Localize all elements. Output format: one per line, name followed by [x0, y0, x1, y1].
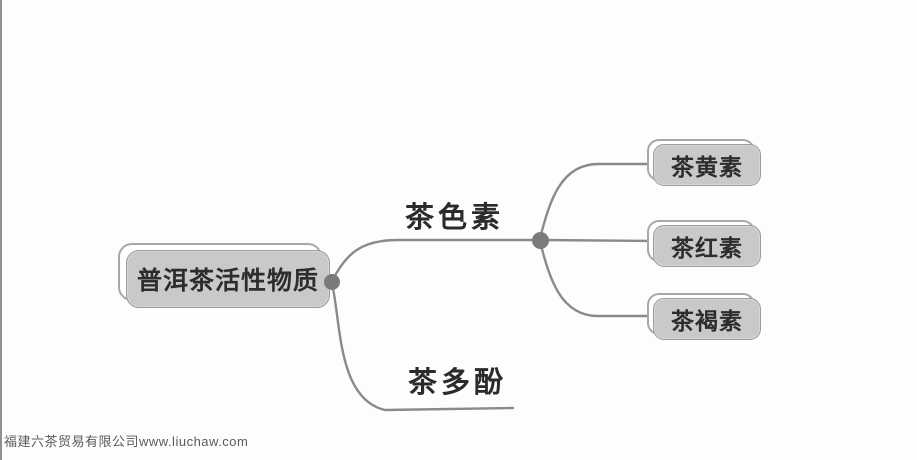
- node-thearubigin-label: 茶红素: [671, 235, 743, 261]
- child-line-theabrownin: [538, 240, 654, 318]
- branch-line-pigments: [330, 238, 543, 283]
- pigments-junction-dot: [532, 232, 549, 249]
- root-connection-dot: [324, 274, 340, 290]
- branch-label-polyphenols[interactable]: 茶多酚: [408, 367, 508, 399]
- node-theabrownin[interactable]: 茶褐素: [647, 293, 761, 340]
- node-theabrownin-face[interactable]: 茶褐素: [653, 298, 761, 340]
- branch-line-polyphenols: [330, 282, 515, 412]
- node-theaflavin[interactable]: 茶黄素: [647, 139, 761, 186]
- child-line-theaflavin: [538, 162, 654, 240]
- node-root-label: 普洱茶活性物质: [136, 267, 319, 295]
- watermark-text: 福建六茶贸易有限公司www.liuchaw.com: [4, 434, 249, 449]
- left-edge-line: [0, 0, 2, 460]
- node-thearubigin[interactable]: 茶红素: [647, 220, 761, 267]
- node-theaflavin-face[interactable]: 茶黄素: [653, 144, 761, 186]
- node-theaflavin-label: 茶黄素: [671, 154, 743, 180]
- child-line-thearubigin: [539, 238, 654, 243]
- branch-label-pigments[interactable]: 茶色素: [405, 202, 505, 234]
- node-theabrownin-label: 茶褐素: [671, 308, 743, 334]
- node-root-face[interactable]: 普洱茶活性物质: [126, 250, 330, 308]
- node-thearubigin-face[interactable]: 茶红素: [653, 225, 761, 267]
- node-root[interactable]: 普洱茶活性物质: [118, 243, 330, 308]
